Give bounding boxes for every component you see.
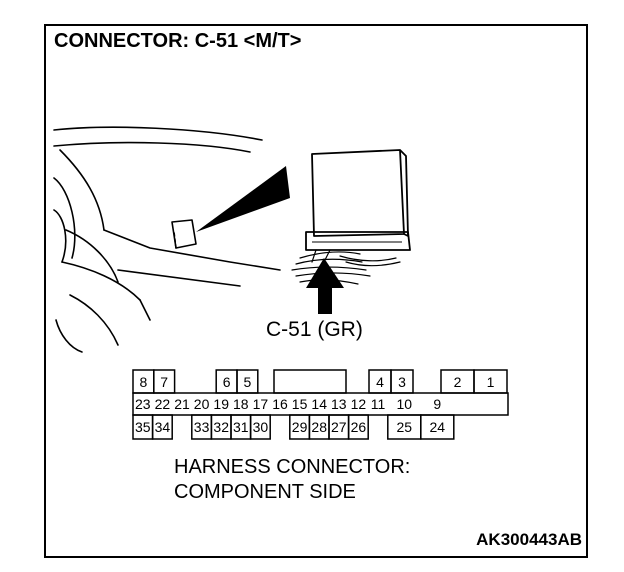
pin-label: 3 (398, 374, 406, 390)
pin-label: 21 (174, 396, 190, 412)
connector-label: C-51 (GR) (266, 318, 363, 341)
pin-label: 30 (253, 419, 269, 435)
pin-label: 32 (213, 419, 229, 435)
pin-cell (249, 414, 271, 440)
pin-label: 33 (194, 419, 210, 435)
pin-label: 28 (311, 419, 327, 435)
pin-label: 25 (397, 419, 413, 435)
pin-label: 11 (371, 396, 386, 412)
pin-label: 15 (292, 396, 308, 412)
pin-label: 26 (351, 419, 367, 435)
pin-label: 12 (351, 396, 367, 412)
pin-label: 24 (430, 419, 446, 435)
pin-label: 35 (135, 419, 151, 435)
pin-label: 31 (233, 419, 249, 435)
pin-label: 14 (311, 396, 327, 412)
pin-label: 19 (213, 396, 229, 412)
pin-label: 16 (272, 396, 288, 412)
pin-label: 23 (135, 396, 151, 412)
pin-cell (347, 414, 369, 440)
pin-label: 22 (155, 396, 171, 412)
pin-label: 20 (194, 396, 210, 412)
pin-label: 8 (140, 374, 148, 390)
pin-label: 17 (253, 396, 269, 412)
pin-label: 27 (331, 419, 347, 435)
pin-label: 7 (160, 374, 168, 390)
pin-label: 18 (233, 396, 249, 412)
pin-label: 4 (376, 374, 384, 390)
pin-label: 1 (487, 374, 495, 390)
pin-cell (151, 414, 173, 440)
pin-label: 9 (433, 396, 441, 412)
pin-cell (420, 414, 455, 440)
pin-label: 34 (155, 419, 171, 435)
figure-code: AK300443AB (476, 530, 582, 549)
harness-caption: HARNESS CONNECTOR: COMPONENT SIDE (174, 455, 410, 505)
harness-caption-line1: HARNESS CONNECTOR: (174, 456, 411, 478)
page-title: CONNECTOR: C-51 <M/T> (54, 30, 302, 52)
diagram-frame (44, 24, 588, 558)
pin-label: 5 (244, 374, 252, 390)
connector-key (273, 369, 347, 394)
pin-label: 6 (223, 374, 231, 390)
pin-label: 13 (331, 396, 347, 412)
harness-caption-line2: COMPONENT SIDE (174, 481, 356, 503)
pin-label: 2 (454, 374, 462, 390)
pin-label: 29 (292, 419, 308, 435)
pin-label: 10 (397, 396, 413, 412)
